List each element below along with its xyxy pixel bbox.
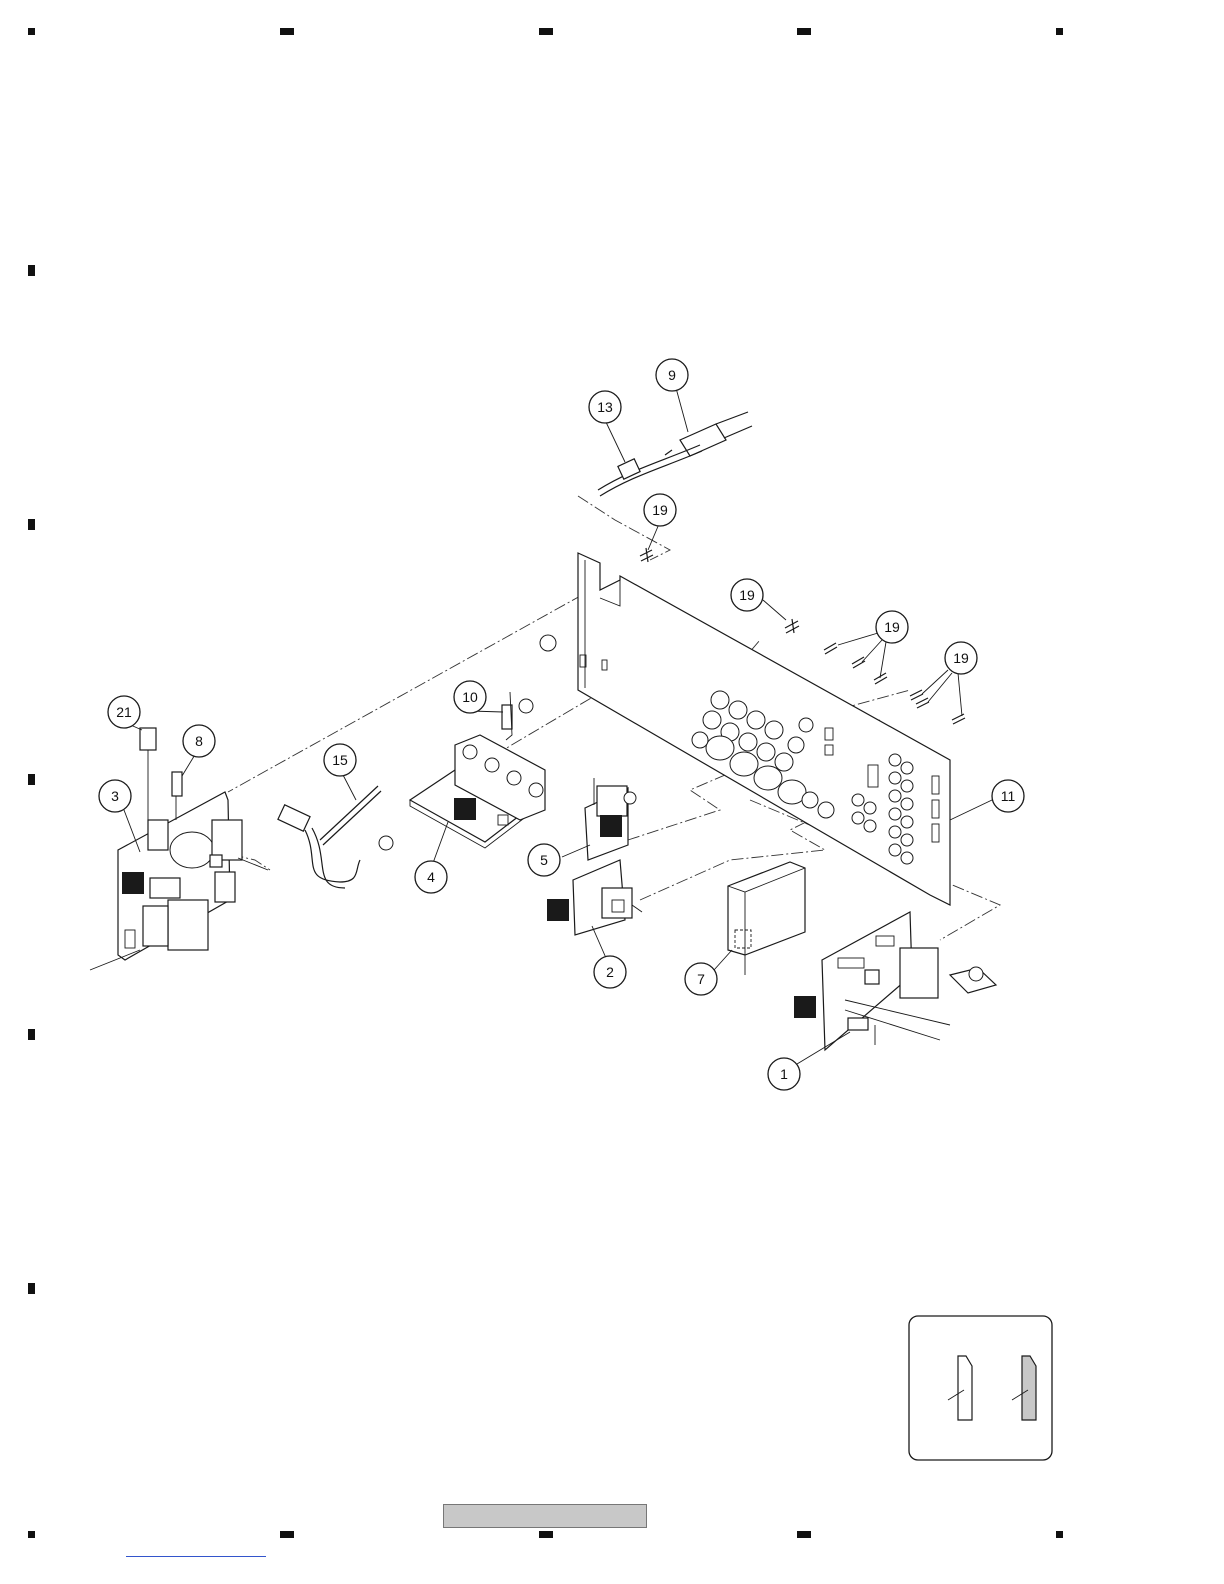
svg-text:7: 7 (697, 971, 705, 987)
callout-10: 10 (454, 681, 486, 713)
svg-text:4: 4 (427, 869, 435, 885)
callout-19-a: 19 (644, 494, 676, 526)
callout-19-d: 19 (945, 642, 977, 674)
svg-text:8: 8 (195, 733, 203, 749)
svg-text:13: 13 (597, 399, 613, 415)
callout-15: 15 (324, 744, 356, 776)
cable-assembly (278, 786, 381, 888)
svg-text:10: 10 (462, 689, 478, 705)
svg-text:2: 2 (606, 964, 614, 980)
callout-13: 13 (589, 391, 621, 423)
optical-board-2 (547, 860, 642, 935)
module-7 (728, 862, 805, 975)
svg-text:19: 19 (884, 619, 900, 635)
jack-board-4 (410, 692, 545, 848)
svg-text:5: 5 (540, 852, 548, 868)
callout-9: 9 (656, 359, 688, 391)
svg-text:19: 19 (953, 650, 969, 666)
callout-19-b: 19 (731, 579, 763, 611)
callout-3: 3 (99, 780, 131, 812)
callout-1: 1 (768, 1058, 800, 1090)
callout-2: 2 (594, 956, 626, 988)
svg-text:3: 3 (111, 788, 119, 804)
callout-8: 8 (183, 725, 215, 757)
callout-4: 4 (415, 861, 447, 893)
svg-text:19: 19 (739, 587, 755, 603)
power-supply-board-3 (90, 728, 268, 970)
svg-text:15: 15 (332, 752, 348, 768)
svg-text:1: 1 (780, 1066, 788, 1082)
rear-panel (578, 553, 950, 905)
jack-board-5 (585, 778, 636, 860)
callout-7: 7 (685, 963, 717, 995)
callout-11: 11 (992, 780, 1024, 812)
svg-text:11: 11 (1001, 788, 1016, 804)
footer-link-underline[interactable] (126, 1556, 266, 1557)
svg-text:9: 9 (668, 367, 676, 383)
callout-5: 5 (528, 844, 560, 876)
svg-text:19: 19 (652, 502, 668, 518)
footer-page-bar (443, 1504, 647, 1528)
callout-19-c: 19 (876, 611, 908, 643)
callout-21: 21 (108, 696, 140, 728)
svg-text:21: 21 (116, 704, 132, 720)
inset-legend-box (909, 1316, 1052, 1460)
board-1 (794, 912, 996, 1050)
